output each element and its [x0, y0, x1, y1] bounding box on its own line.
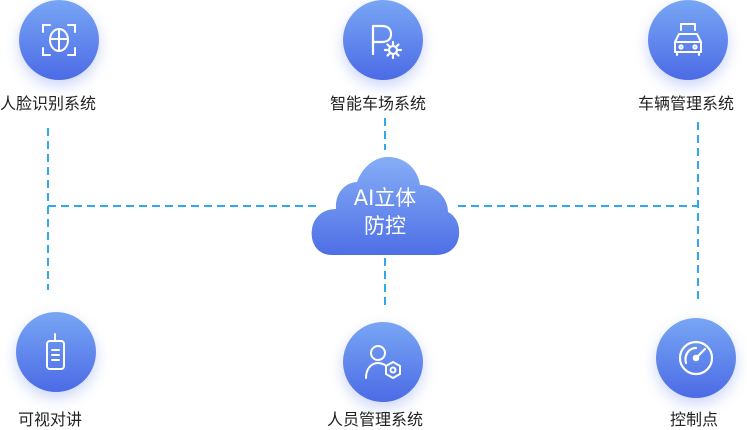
gauge-icon	[678, 340, 714, 376]
video-intercom-node[interactable]	[16, 312, 96, 392]
vehicle-management-node[interactable]	[648, 0, 728, 80]
vehicle-management-label: 车辆管理系统	[638, 94, 735, 113]
smart-parking-label: 智能车场系统	[330, 94, 427, 113]
cloud-title-line2: 防控	[364, 214, 406, 238]
face-scan-icon	[42, 24, 76, 56]
parking-gear-icon	[371, 24, 403, 60]
face-recognition-node[interactable]	[19, 0, 99, 80]
cloud-title-line1: AI立体	[353, 186, 417, 210]
face-recognition-label: 人脸识别系统	[0, 94, 97, 113]
walkie-talkie-icon	[46, 333, 65, 370]
person-gear-icon	[365, 345, 401, 379]
control-point-label: 控制点	[670, 410, 719, 429]
personnel-management-node[interactable]	[343, 322, 423, 402]
smart-parking-node[interactable]	[343, 0, 423, 80]
video-intercom-label: 可视对讲	[18, 410, 83, 429]
ai-defense-cloud: AI立体 防控	[310, 155, 460, 259]
cloud-icon	[311, 157, 460, 255]
personnel-management-label: 人员管理系统	[327, 410, 424, 429]
control-point-node[interactable]	[656, 318, 736, 398]
car-icon	[674, 23, 702, 56]
